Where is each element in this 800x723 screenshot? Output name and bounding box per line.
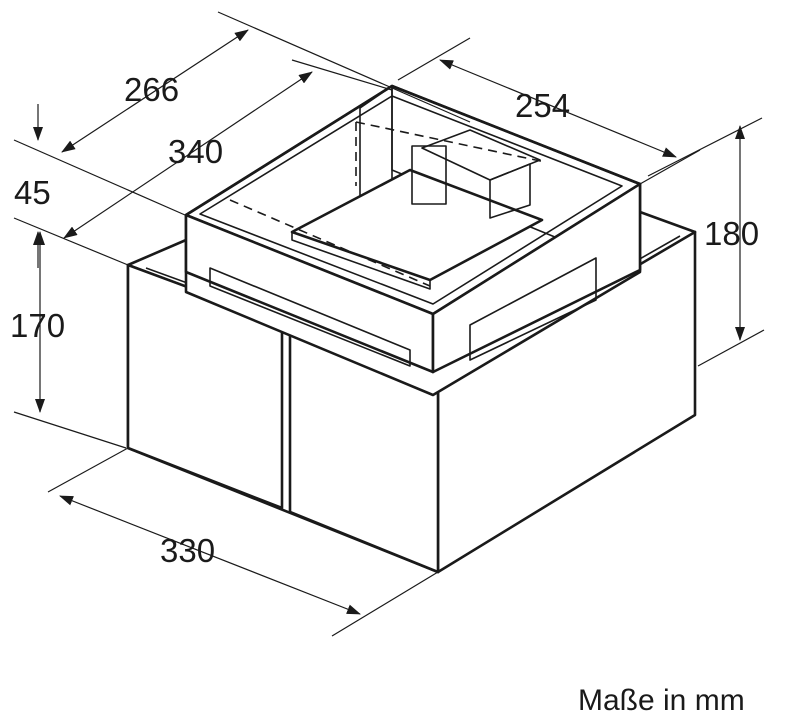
top-box-floor xyxy=(290,168,544,282)
dimension-offset: 45 xyxy=(13,104,129,268)
dimension-label-lower-height: 170 xyxy=(10,307,65,344)
dimension-label-lower-depth: 340 xyxy=(168,133,223,170)
dimension-label-offset: 45 xyxy=(14,174,51,211)
unit-note: Maße in mm xyxy=(578,684,745,717)
dimension-top-height: 180 xyxy=(647,117,765,367)
dimension-lower-depth: 340 xyxy=(63,59,393,239)
top-box-front-right xyxy=(431,182,642,374)
dimension-label-top-height: 180 xyxy=(704,215,759,252)
dimension-top-width: 254 xyxy=(397,37,701,185)
top-box-cutout-left xyxy=(209,267,411,367)
dimension-lower-height: 170 xyxy=(10,231,127,449)
top-box-cutout-right xyxy=(469,257,597,361)
dimension-label-top-width: 254 xyxy=(515,87,570,124)
dimension-label-lower-width: 330 xyxy=(160,532,215,569)
dimension-lower-width: 330 xyxy=(47,447,439,637)
dimension-label-top-depth: 266 xyxy=(124,71,179,108)
